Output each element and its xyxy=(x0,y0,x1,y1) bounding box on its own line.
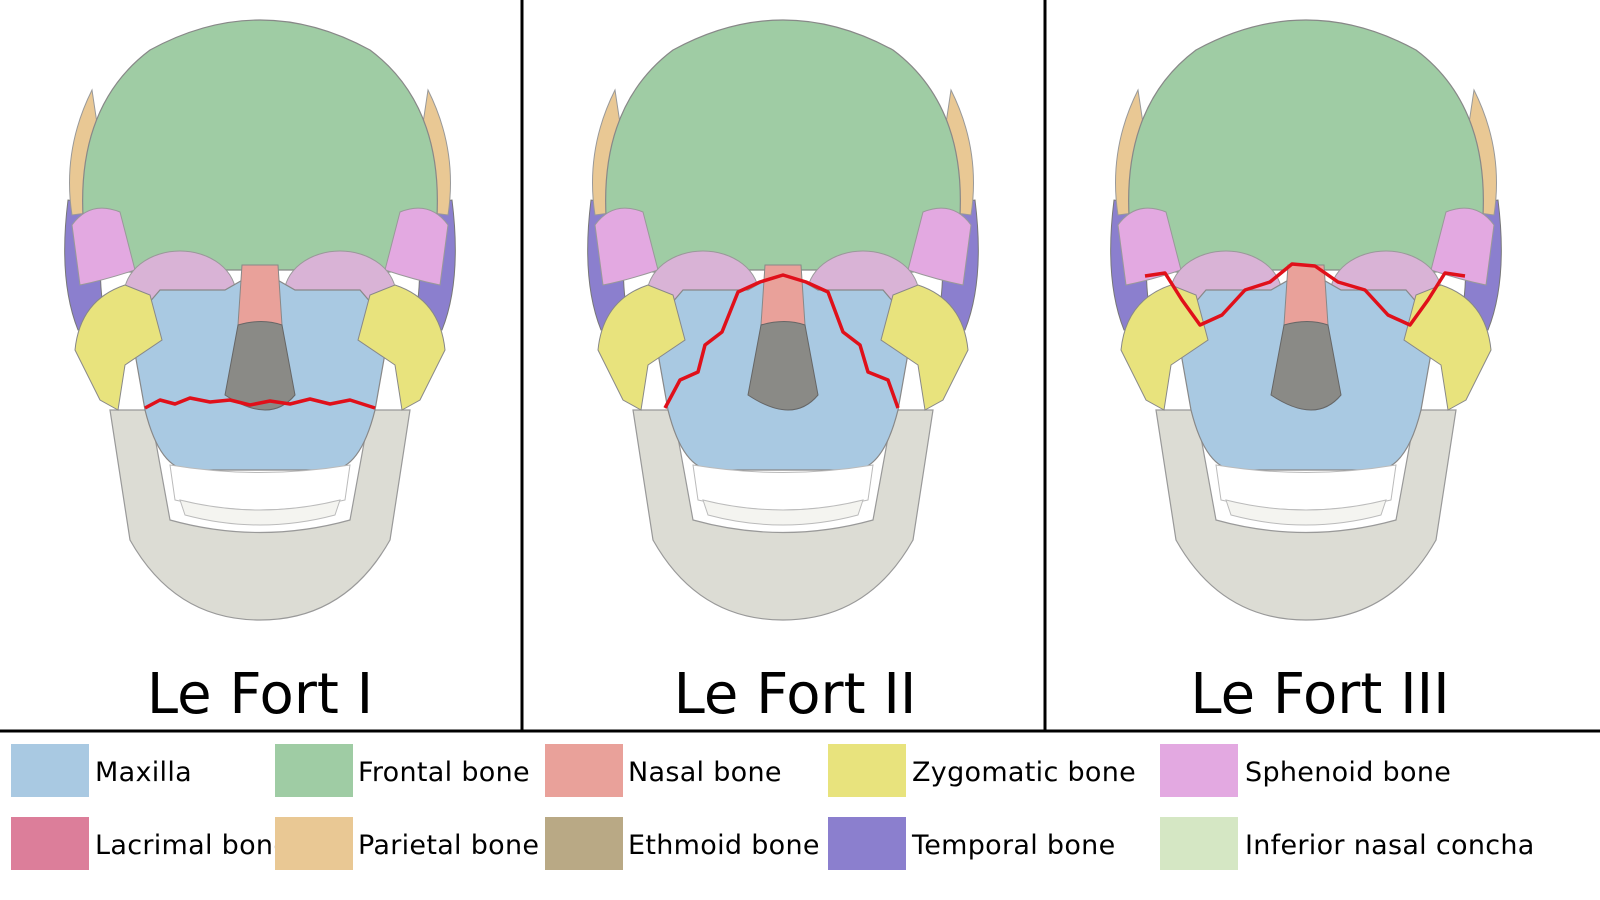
legend-item-lacrimal-bone: Lacrimal bone xyxy=(11,817,290,870)
legend-label-inferior-nasal-concha: Inferior nasal concha xyxy=(1245,830,1535,861)
legend: Maxilla Frontal bone Nasal bone Zygomati… xyxy=(11,744,1535,870)
legend-label-lacrimal-bone: Lacrimal bone xyxy=(95,830,290,861)
panel-title-le-fort-2: Le Fort II xyxy=(674,662,917,727)
fracture-line-le-fort-2 xyxy=(663,273,900,409)
legend-item-temporal-bone: Temporal bone xyxy=(828,817,1116,870)
legend-swatch-parietal-bone xyxy=(275,817,353,870)
legend-item-sphenoid-bone: Sphenoid bone xyxy=(1160,744,1451,797)
legend-swatch-nasal-bone xyxy=(545,744,623,797)
panel-title-le-fort-3: Le Fort III xyxy=(1190,662,1449,727)
legend-item-ethmoid-bone: Ethmoid bone xyxy=(545,817,820,870)
legend-label-temporal-bone: Temporal bone xyxy=(911,830,1116,861)
panel-le-fort-3: Le Fort III xyxy=(1110,19,1502,727)
legend-swatch-zygomatic-bone xyxy=(828,744,906,797)
legend-swatch-maxilla xyxy=(11,744,89,797)
legend-swatch-temporal-bone xyxy=(828,817,906,870)
legend-label-zygomatic-bone: Zygomatic bone xyxy=(912,757,1136,788)
legend-swatch-ethmoid-bone xyxy=(545,817,623,870)
legend-label-nasal-bone: Nasal bone xyxy=(628,757,782,788)
legend-swatch-sphenoid-bone xyxy=(1160,744,1238,797)
legend-item-zygomatic-bone: Zygomatic bone xyxy=(828,744,1136,797)
legend-item-nasal-bone: Nasal bone xyxy=(545,744,782,797)
legend-label-sphenoid-bone: Sphenoid bone xyxy=(1245,757,1451,788)
panel-title-le-fort-1: Le Fort I xyxy=(147,662,373,727)
legend-label-parietal-bone: Parietal bone xyxy=(358,830,539,861)
fracture-line-le-fort-1 xyxy=(144,396,376,410)
legend-label-frontal-bone: Frontal bone xyxy=(358,757,530,788)
legend-swatch-frontal-bone xyxy=(275,744,353,797)
legend-swatch-inferior-nasal-concha xyxy=(1160,817,1238,870)
fracture-line-le-fort-3 xyxy=(1144,262,1466,327)
legend-item-maxilla: Maxilla xyxy=(11,744,192,797)
legend-swatch-lacrimal-bone xyxy=(11,817,89,870)
legend-item-frontal-bone: Frontal bone xyxy=(275,744,530,797)
panel-le-fort-1: Le Fort I xyxy=(64,19,456,727)
legend-label-maxilla: Maxilla xyxy=(95,757,192,788)
legend-label-ethmoid-bone: Ethmoid bone xyxy=(628,830,820,861)
panel-le-fort-2: Le Fort II xyxy=(587,19,979,727)
legend-item-parietal-bone: Parietal bone xyxy=(275,817,539,870)
legend-item-inferior-nasal-concha: Inferior nasal concha xyxy=(1160,817,1535,870)
